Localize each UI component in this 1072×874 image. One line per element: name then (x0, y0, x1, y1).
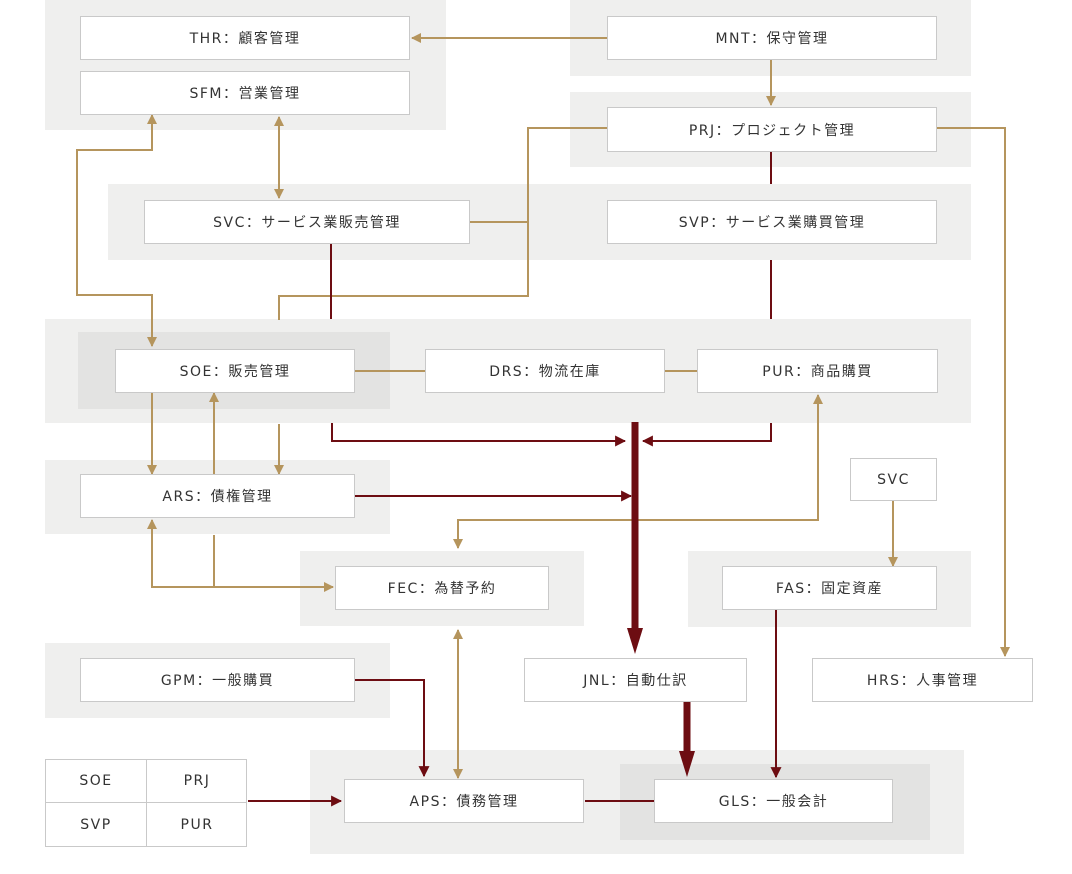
connector-sfm-to-soe (76, 114, 157, 347)
module-svc-sales[interactable]: SVC：サービス業販売管理 (144, 200, 470, 244)
grid-cell-soe[interactable]: SOE (79, 773, 113, 789)
grid-cell-pur[interactable]: PUR (180, 816, 214, 833)
module-svp[interactable]: SVP：サービス業購買管理 (607, 200, 937, 244)
module-fec[interactable]: FEC：為替予約 (335, 566, 549, 610)
connector-soe-to-jnl-bus (331, 423, 627, 447)
connector-pur-to-jnl-bus (641, 423, 772, 447)
module-aps[interactable]: APS：債務管理 (344, 779, 584, 823)
connector-gpm-to-aps (355, 679, 430, 778)
module-jnl[interactable]: JNL：自動仕訳 (524, 658, 747, 702)
connector-bus-arrowhead (627, 628, 643, 654)
grid-divider-vertical (146, 760, 147, 846)
module-drs[interactable]: DRS：物流在庫 (425, 349, 665, 393)
grid-cell-svp[interactable]: SVP (80, 816, 112, 833)
connector-ars-fec (147, 519, 334, 592)
module-hrs[interactable]: HRS：人事管理 (812, 658, 1033, 702)
connector-prj-to-hrs (936, 127, 1010, 657)
module-ars[interactable]: ARS：債権管理 (80, 474, 355, 518)
module-gls[interactable]: GLS：一般会計 (654, 779, 893, 823)
connector-prj-svc-soe (278, 127, 607, 320)
module-thr[interactable]: THR：顧客管理 (80, 16, 410, 60)
grid-cell-prj[interactable]: PRJ (183, 773, 211, 789)
module-sfm[interactable]: SFM：営業管理 (80, 71, 410, 115)
connector-jnl-arrowhead (679, 751, 695, 777)
module-pur[interactable]: PUR：商品購買 (697, 349, 938, 393)
module-soe[interactable]: SOE：販売管理 (115, 349, 355, 393)
module-mnt[interactable]: MNT：保守管理 (607, 16, 937, 60)
module-svc-small[interactable]: SVC (850, 458, 937, 501)
grid-divider-horizontal (46, 802, 246, 803)
module-prj[interactable]: PRJ：プロジェクト管理 (607, 107, 937, 152)
source-module-grid: SOE PRJ SVP PUR (45, 759, 247, 847)
module-fas[interactable]: FAS：固定資産 (722, 566, 937, 610)
module-gpm[interactable]: GPM：一般購買 (80, 658, 355, 702)
